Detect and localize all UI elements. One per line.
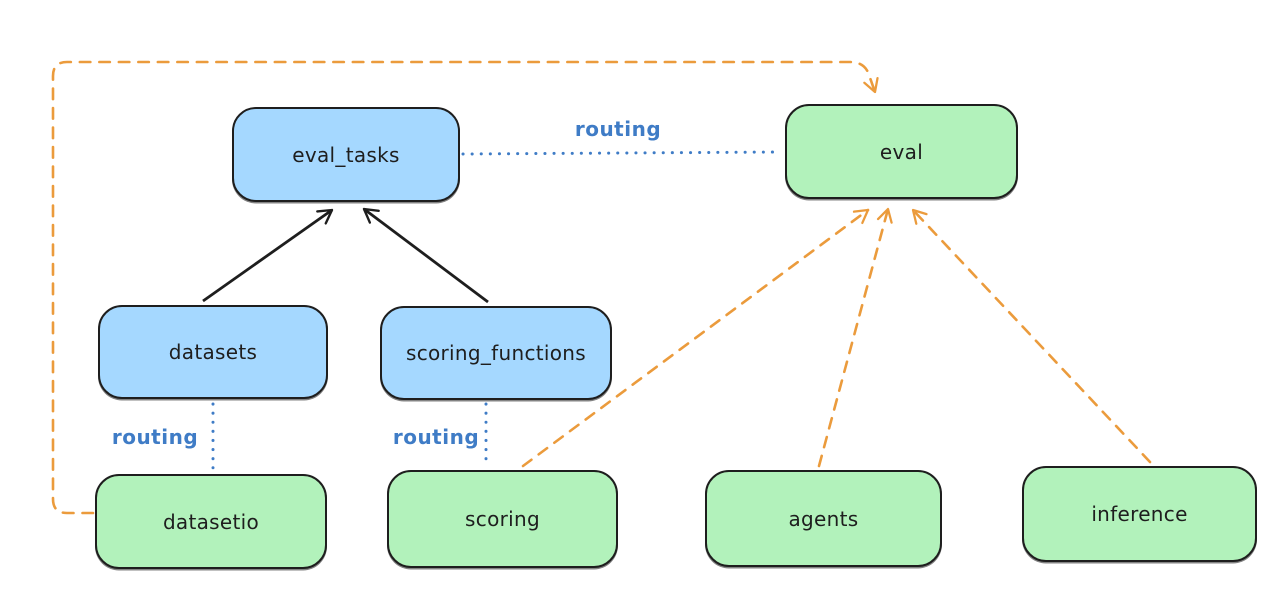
edge-label-routing-datasets: routing: [111, 425, 199, 449]
node-eval-label: eval: [879, 139, 924, 164]
node-eval: eval: [785, 104, 1018, 199]
node-scoring-label: scoring: [465, 507, 540, 531]
node-inference-label: inference: [1091, 502, 1188, 526]
edge-datasets-to-eval-tasks: [202, 208, 334, 303]
edge-label-routing-top: routing: [574, 117, 662, 141]
node-agents-label: agents: [788, 506, 859, 531]
node-inference: inference: [1022, 466, 1257, 562]
node-scoring-functions: scoring_functions: [380, 306, 612, 400]
edge-inference-to-eval: [911, 208, 1152, 464]
edge-eval-tasks-to-eval: [461, 150, 783, 156]
edge-agents-to-eval: [817, 207, 893, 468]
node-eval-tasks: eval_tasks: [232, 107, 460, 202]
node-datasetio-label: datasetio: [162, 509, 260, 534]
node-scoring: scoring: [387, 470, 618, 568]
node-eval-tasks-label: eval_tasks: [292, 142, 400, 167]
node-datasets: datasets: [98, 305, 328, 399]
node-datasets-label: datasets: [168, 340, 258, 364]
node-agents: agents: [705, 470, 942, 567]
edge-label-routing-scoring: routing: [392, 425, 480, 449]
node-scoring-functions-label: scoring_functions: [405, 341, 587, 365]
edge-scoring-functions-to-eval-tasks: [362, 207, 489, 304]
node-datasetio: datasetio: [95, 474, 327, 569]
